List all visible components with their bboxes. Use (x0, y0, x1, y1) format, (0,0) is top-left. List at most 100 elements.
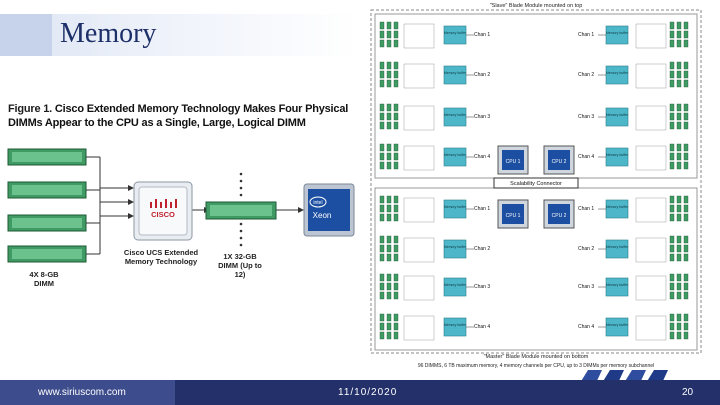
dimm-slot (393, 313, 399, 322)
dimm-slot (379, 103, 385, 112)
dimm-slot (669, 112, 675, 121)
dimm-slot (386, 195, 392, 204)
dimm-slot (676, 322, 682, 331)
cpu-2-bottom-label: CPU 2 (552, 213, 567, 219)
dimm-slot (676, 282, 682, 291)
channel-label: Chan 4 (474, 324, 490, 330)
memory-buffer-label: Memory buffer (606, 283, 629, 287)
footer-bar: www.siriuscom.com 11/10/2020 20 (0, 380, 720, 405)
dimm-slot (669, 195, 675, 204)
dimm-slot (386, 213, 392, 222)
dimm-slot (379, 273, 385, 282)
dimm-slot (683, 273, 689, 282)
dimm-slot (386, 161, 392, 170)
dimm-slot (393, 70, 399, 79)
dimm-slot (676, 112, 682, 121)
title-band-tab (0, 14, 52, 56)
dimm-slot (676, 30, 682, 39)
dimm-slot (379, 313, 385, 322)
dimm-slot (379, 70, 385, 79)
dimm-slot (683, 70, 689, 79)
scalability-label: Scalability Connector (510, 181, 562, 187)
dimm-slot (379, 112, 385, 121)
memory-buffer-label: Memory buffer (606, 323, 629, 327)
channel-label: Chan 1 (578, 32, 594, 38)
dimm-slot (386, 30, 392, 39)
dimm-slot (393, 121, 399, 130)
dimm-slot (393, 244, 399, 253)
dimm-slot (386, 291, 392, 300)
dimm-slot (676, 121, 682, 130)
dimm-slot (386, 79, 392, 88)
dimm-slot (393, 253, 399, 262)
memory-buffer-label: Memory buffer (444, 31, 467, 35)
dimm-slot (669, 273, 675, 282)
dimm-slot (683, 322, 689, 331)
dimm-slot (683, 204, 689, 213)
memory-buffer-label: Memory buffer (606, 245, 629, 249)
dimm-slot (676, 61, 682, 70)
dimm-slot (386, 152, 392, 161)
memory-buffer (605, 277, 629, 297)
memory-buffer (443, 239, 467, 259)
intel-brand-text: intel (313, 200, 322, 206)
memory-buffer (605, 317, 629, 337)
memory-buffer-label: Memory buffer (444, 205, 467, 209)
dimm-slot (683, 143, 689, 152)
dimm-slot (379, 331, 385, 340)
dimm-slot (393, 112, 399, 121)
cpu-2-bottom: CPU 2 (543, 199, 575, 229)
dimm-slot (669, 331, 675, 340)
dimm-slot (393, 30, 399, 39)
dimm-slot (379, 161, 385, 170)
dimm-slot (386, 103, 392, 112)
memory-buffer (605, 239, 629, 259)
dimm-slot (669, 143, 675, 152)
memory-buffer-label: Memory buffer (444, 153, 467, 157)
cpu-1-top-label: CPU 1 (506, 159, 521, 165)
channel-label: Chan 2 (578, 246, 594, 252)
dimm-channel-frame (403, 63, 435, 89)
dimm-slot (669, 204, 675, 213)
memory-buffer (605, 107, 629, 127)
dimm-channel-frame (635, 197, 667, 223)
memory-buffer (443, 277, 467, 297)
memory-buffer-label: Memory buffer (606, 113, 629, 117)
dimm-channel-frame (635, 145, 667, 171)
memory-buffer (443, 65, 467, 85)
dimm-slot (386, 331, 392, 340)
dimm-slot (683, 39, 689, 48)
channel-label: Chan 4 (578, 154, 594, 160)
dimm-slot (676, 195, 682, 204)
dimm-slot (669, 103, 675, 112)
dimm-slot (683, 244, 689, 253)
xeon-model-text: Xeon (313, 211, 332, 220)
dimm-slot (379, 282, 385, 291)
dimm-slot (676, 273, 682, 282)
dimm-slot (676, 21, 682, 30)
dimm-slot (683, 112, 689, 121)
memory-buffer-label: Memory buffer (444, 283, 467, 287)
channel-label: Chan 2 (474, 246, 490, 252)
dimm-slot (386, 244, 392, 253)
memory-buffer (443, 199, 467, 219)
dimm-slot (379, 30, 385, 39)
dimm-slot (379, 61, 385, 70)
dimm-slot (393, 61, 399, 70)
memory-buffer (443, 107, 467, 127)
dimm-slot (393, 143, 399, 152)
dimm-slot (393, 195, 399, 204)
dimm-channel-frame (403, 237, 435, 263)
dimm-slot (676, 70, 682, 79)
memory-buffer (443, 147, 467, 167)
cisco-logo-text: CISCO (151, 210, 175, 219)
dimm-slot (683, 103, 689, 112)
ucs-box-label: Cisco UCS Extended Memory Technology (123, 248, 199, 266)
physical-dimm (7, 148, 87, 166)
dimm-slot (669, 121, 675, 130)
dimm-slot (683, 121, 689, 130)
dimm-slot (683, 161, 689, 170)
dimm-slot (676, 204, 682, 213)
dimm-slot (379, 291, 385, 300)
dimm-slot (683, 331, 689, 340)
